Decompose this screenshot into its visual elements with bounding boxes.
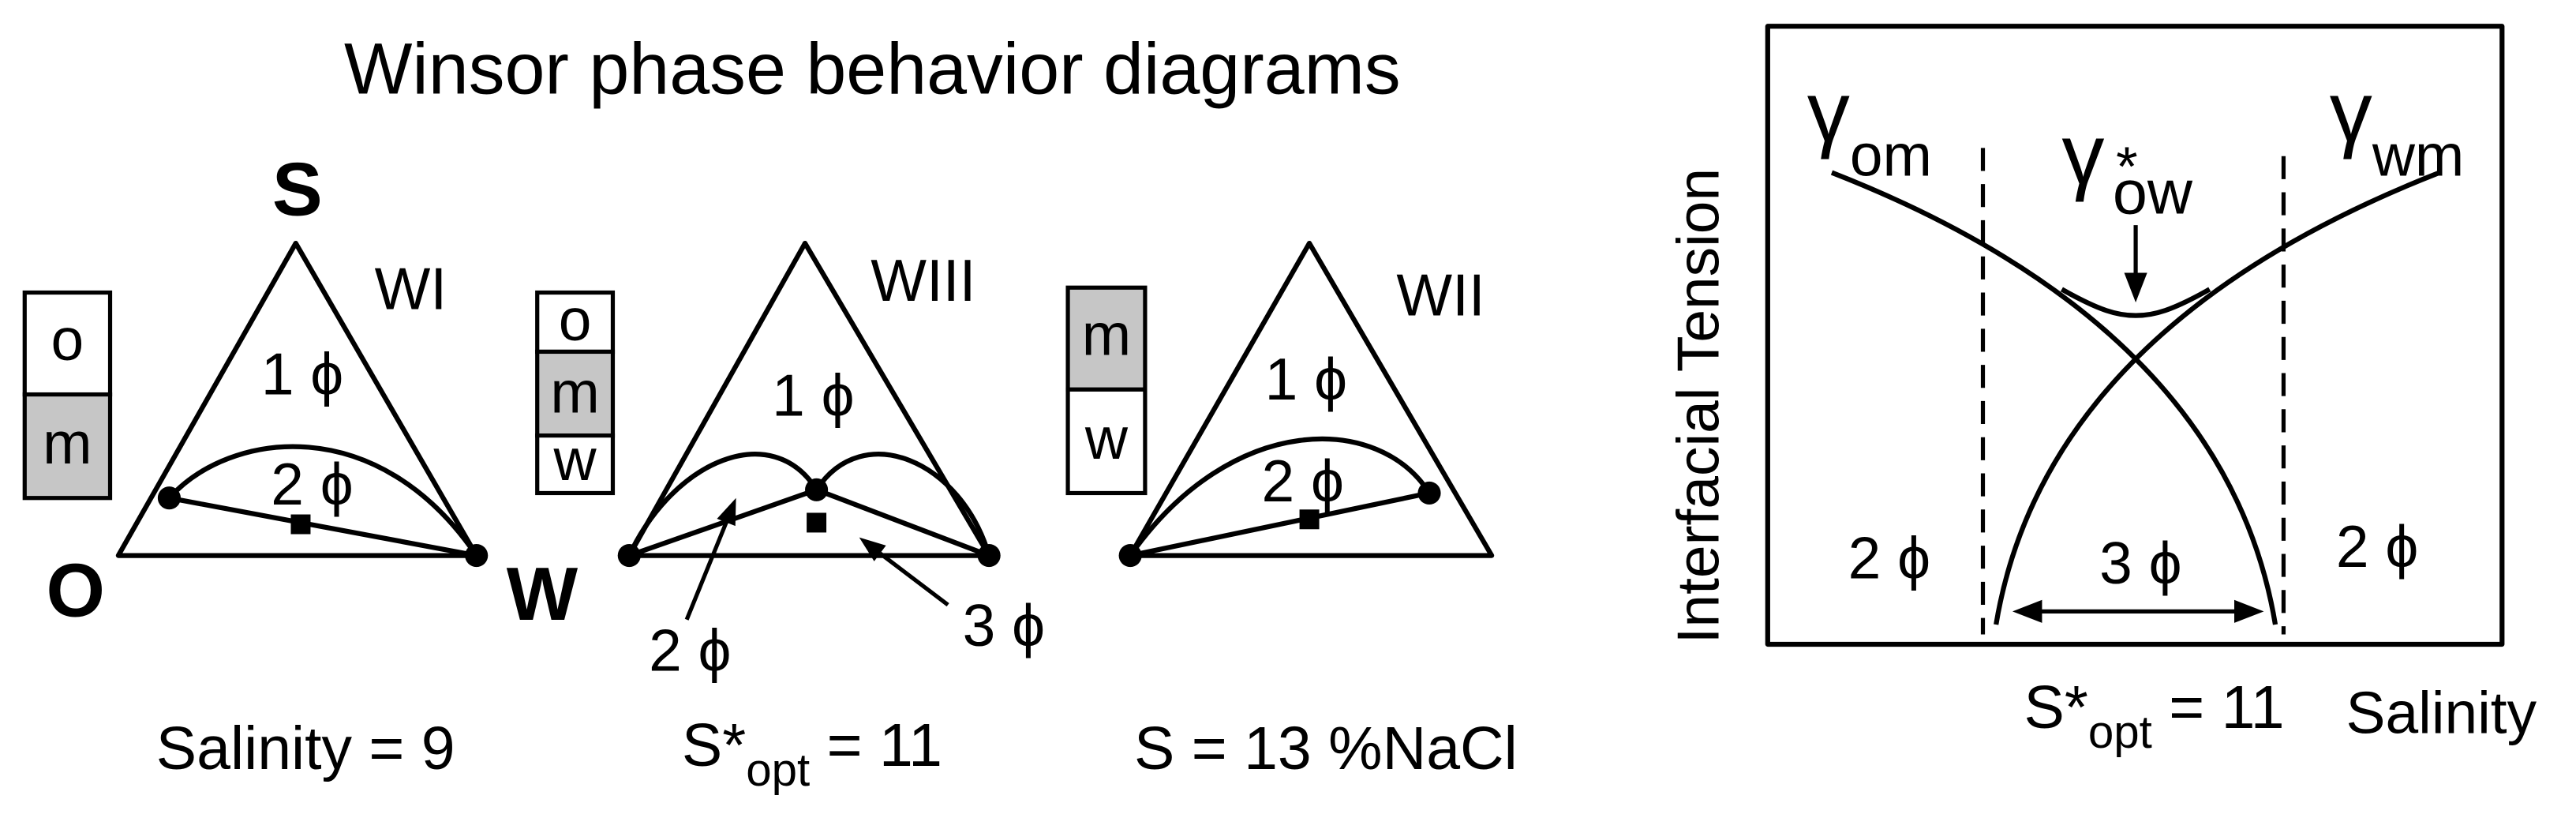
two-phase-region-label: 2 ϕ [649, 617, 731, 683]
winsor-type-label: WII [1396, 262, 1485, 328]
winsor-type-label: WIII [871, 247, 975, 313]
winsor-ii-diagram: m w WII 1 ϕ 2 ϕ S = 13 %NaCl [1065, 240, 1518, 782]
three-phase-edge-right [815, 487, 990, 558]
phase-cell-oil-label: o [51, 306, 84, 373]
two-phase-pointer-arrowhead [717, 497, 736, 527]
two-phase-pointer-line [684, 521, 728, 621]
phase-cell-microemulsion-label: m [43, 410, 92, 476]
region-label-low: 2 ϕ [1848, 525, 1930, 591]
plot-frame [1765, 24, 2505, 647]
oil-corner-point [617, 544, 641, 568]
tie-line-endpoint-left [1118, 544, 1142, 568]
three-phase-region-label: 3 ϕ [963, 592, 1045, 659]
region-label-high: 2 ϕ [2336, 513, 2418, 580]
three-phase-range-arrowhead-left [2012, 599, 2042, 623]
ternary-triangle [1128, 240, 1495, 558]
optimal-salinity-caption: S*opt = 11 [682, 711, 942, 796]
tie-line [168, 495, 477, 558]
salinity-caption: Salinity = 9 [156, 715, 455, 782]
gamma-om-subscript: om [1850, 122, 1932, 189]
one-phase-region-label: 1 ϕ [261, 341, 343, 407]
gamma-wm-symbol: γ [2330, 64, 2372, 159]
phase-stack-wi: o m [22, 290, 113, 501]
three-phase-edge-left [628, 487, 818, 558]
tie-line-endpoint-left [157, 486, 182, 510]
binodal-curve [167, 444, 479, 557]
gamma-wm-subscript: wm [2372, 122, 2465, 189]
water-corner-point [977, 544, 1001, 568]
y-axis-label: Interfacial Tension [1664, 168, 1731, 644]
tie-line-endpoint-right [1417, 481, 1441, 505]
three-phase-pointer-arrowhead [859, 537, 886, 561]
phase-cell-water [535, 433, 616, 496]
vertex-label-water: W [507, 552, 578, 636]
one-phase-region-label: 1 ϕ [1265, 346, 1347, 412]
winsor-i-diagram: o m S O W WI 1 ϕ 2 ϕ Salinity = 9 [22, 148, 578, 782]
gamma-om-symbol: γ [1807, 64, 1850, 159]
gamma-ow-symbol: γ [2061, 107, 2104, 202]
caption-subscript: opt [746, 745, 810, 796]
binodal-lobe-left [627, 452, 819, 557]
phase-cell-oil-label: o [559, 287, 592, 353]
region-label-mid: 3 ϕ [2099, 530, 2181, 596]
two-phase-region-label: 2 ϕ [271, 451, 353, 517]
binodal-curve [1128, 436, 1432, 557]
phase-stack-wii: m w [1065, 285, 1148, 496]
vertex-label-oil: O [47, 549, 105, 633]
optimum-subscript: opt [2088, 707, 2152, 758]
phase-cell-microemulsion-label: m [1082, 302, 1131, 368]
microemulsion-point [805, 478, 829, 501]
vertex-label-surfactant: S [272, 148, 323, 232]
two-phase-region-label: 2 ϕ [1262, 448, 1344, 514]
three-phase-pointer-line [878, 551, 949, 607]
x-axis-label: Salinity [2346, 679, 2537, 745]
overall-composition-marker [1299, 509, 1320, 530]
phase-cell-microemulsion-label: m [550, 358, 599, 425]
binodal-lobe-right [814, 452, 992, 557]
gamma-ow-curve [2060, 287, 2211, 318]
gamma-om-curve [1830, 170, 2278, 625]
winsor-iii-diagram: o m w WIII 1 ϕ 2 ϕ 3 ϕ S*opt = 11 [535, 240, 1045, 796]
winsor-type-label: WI [375, 255, 447, 321]
gamma-om-label: γ om [1807, 64, 1932, 189]
phase-cell-oil [535, 290, 616, 355]
phase-stack-wiii: o m w [535, 287, 616, 496]
gamma-ow-label: γ * ow [2061, 107, 2193, 227]
salinity-caption: S = 13 %NaCl [1134, 715, 1518, 782]
tie-line [1129, 490, 1430, 558]
one-phase-region-label: 1 ϕ [772, 362, 854, 429]
phase-cell-water [1065, 387, 1148, 496]
phase-cell-microemulsion [1065, 285, 1148, 392]
gamma-wm-label: γ wm [2330, 64, 2465, 189]
optimum-main: S* [2024, 674, 2088, 741]
gamma-ow-superscript: * [2116, 135, 2138, 197]
caption-main: S* [682, 711, 746, 779]
optimal-salinity-tick-label: S*opt = 11 [2024, 674, 2285, 758]
phase-cell-water-label: w [553, 426, 597, 493]
gamma-ow-pointer-arrowhead [2124, 272, 2147, 303]
overall-composition-marker [290, 514, 311, 535]
optimum-value: = 11 [2152, 674, 2285, 741]
ternary-triangle [627, 240, 992, 558]
phase-cell-water-label: w [1084, 405, 1129, 471]
ternary-triangle [115, 240, 479, 558]
tie-line-endpoint-right [465, 544, 489, 568]
three-phase-range-arrowhead-right [2233, 599, 2264, 623]
phase-cell-microemulsion [22, 392, 113, 501]
overall-composition-marker [807, 512, 827, 533]
gamma-wm-curve [1994, 170, 2441, 625]
gamma-ow-subscript: ow [2113, 157, 2193, 227]
figure-title: Winsor phase behavior diagrams [344, 29, 1401, 110]
caption-value: = 11 [810, 711, 942, 779]
ift-plot: Interfacial Tension γ om γ wm γ * ow 2 ϕ… [1664, 24, 2537, 758]
